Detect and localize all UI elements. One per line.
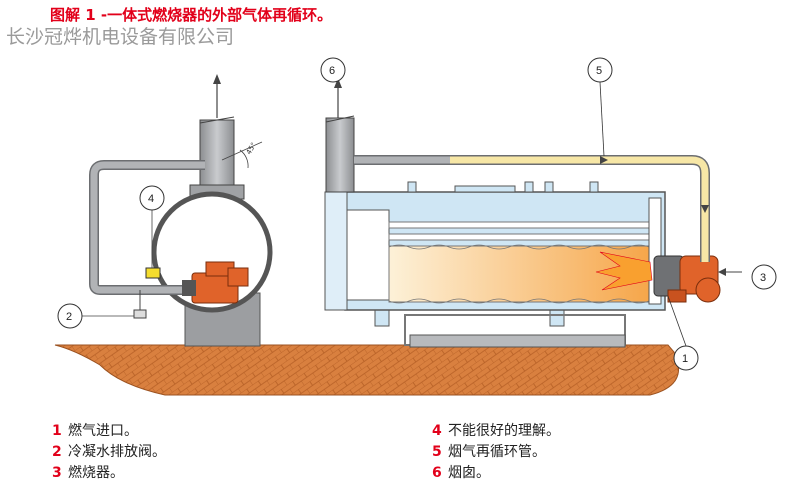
callout-4 bbox=[139, 185, 165, 211]
left-boiler: 45° bbox=[151, 74, 273, 347]
right-boiler bbox=[324, 181, 721, 348]
callout-6 bbox=[320, 57, 346, 83]
flame bbox=[595, 251, 653, 291]
ground bbox=[54, 344, 679, 396]
callout-2 bbox=[57, 303, 83, 329]
angle-label: 45° bbox=[245, 141, 258, 156]
title-prefix: 图解 1 - bbox=[50, 6, 108, 24]
callout-3-label: 3 bbox=[760, 272, 766, 284]
title-text: 一体式燃烧器的外部气体再循环。 bbox=[107, 6, 333, 24]
callout-4-label: 4 bbox=[148, 193, 154, 205]
callout-3 bbox=[751, 264, 777, 290]
left-stack bbox=[199, 119, 235, 191]
callout-5-label: 5 bbox=[596, 65, 602, 77]
callout-6-label: 6 bbox=[329, 65, 335, 77]
right-stack bbox=[325, 117, 355, 193]
callout-1-label: 1 bbox=[682, 353, 688, 365]
callout-2-label: 2 bbox=[66, 311, 72, 323]
damper-box bbox=[145, 267, 161, 279]
diagram-title: 图解 1 -一体式燃烧器的外部气体再循环。 bbox=[50, 4, 332, 25]
left-burner bbox=[182, 261, 249, 304]
watermark: 长沙冠烨机电设备有限公司 bbox=[6, 26, 235, 48]
right-burner bbox=[667, 255, 721, 303]
